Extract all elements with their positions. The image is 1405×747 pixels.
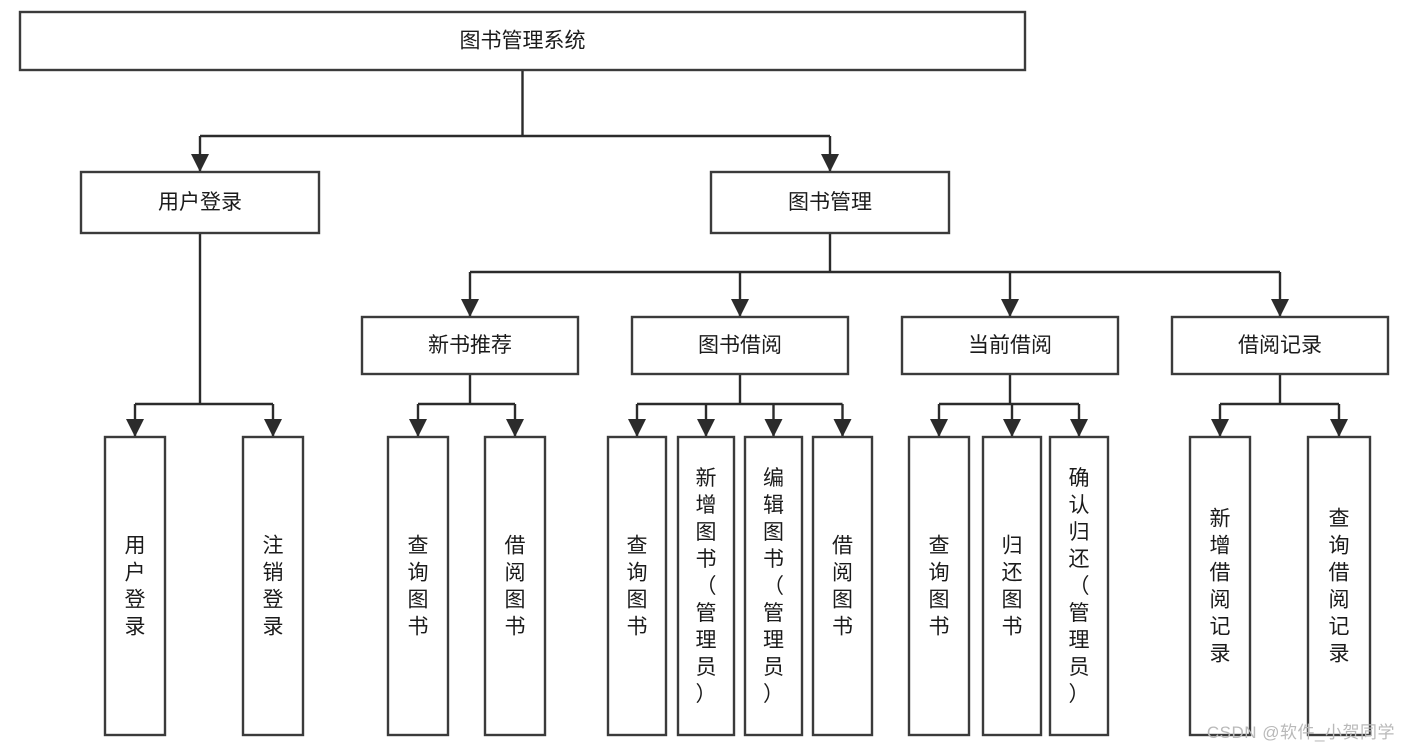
watermark-text: CSDN @软件_小贺同学 (1206, 723, 1395, 742)
node-label-leaf-borrow-edit: 编辑图书（管理员） (763, 467, 784, 706)
node-label-leaf-rec-add: 新增借阅记录 (1210, 507, 1231, 665)
node-label-user-login: 用户登录 (158, 191, 242, 214)
node-leaf-cur-query[interactable]: 查询图书 (907, 435, 971, 737)
node-book-borrow[interactable]: 图书借阅 (630, 315, 850, 376)
node-leaf-borrow-add[interactable]: 新增图书（管理员） (676, 435, 736, 737)
connector-layer (126, 70, 1348, 437)
node-label-leaf-cur-return: 归还图书 (1002, 534, 1023, 638)
node-box-borrow-record[interactable] (1170, 315, 1390, 376)
node-box-leaf-borrow-add[interactable] (676, 435, 736, 737)
node-borrow-record[interactable]: 借阅记录 (1170, 315, 1390, 376)
node-label-root: 图书管理系统 (460, 30, 586, 53)
node-box-root[interactable] (18, 10, 1027, 72)
node-box-current-borrow[interactable] (900, 315, 1120, 376)
node-leaf-user-logout[interactable]: 注销登录 (241, 435, 305, 737)
node-leaf-rec-search[interactable]: 查询借阅记录 (1306, 435, 1372, 737)
node-leaf-borrow-edit[interactable]: 编辑图书（管理员） (743, 435, 804, 737)
node-box-leaf-cur-query[interactable] (907, 435, 971, 737)
node-label-current-borrow: 当前借阅 (968, 334, 1052, 357)
node-box-leaf-user-login[interactable] (103, 435, 167, 737)
node-label-new-book-rec: 新书推荐 (428, 334, 512, 357)
node-leaf-cur-return[interactable]: 归还图书 (981, 435, 1043, 737)
node-label-leaf-rec-query: 查询图书 (408, 534, 429, 638)
connector-group (1211, 374, 1348, 437)
node-leaf-rec-query[interactable]: 查询图书 (386, 435, 450, 737)
node-box-leaf-borrow-lend[interactable] (811, 435, 874, 737)
connector-group (930, 374, 1088, 437)
node-leaf-rec-borrow[interactable]: 借阅图书 (483, 435, 547, 737)
connector-group (126, 233, 282, 437)
connector-group (461, 233, 1289, 317)
node-label-book-borrow: 图书借阅 (698, 334, 782, 357)
node-label-book-manage: 图书管理 (788, 191, 872, 214)
node-box-leaf-user-logout[interactable] (241, 435, 305, 737)
node-book-manage[interactable]: 图书管理 (709, 170, 951, 235)
node-box-leaf-borrow-query[interactable] (606, 435, 668, 737)
node-box-leaf-rec-add[interactable] (1188, 435, 1252, 737)
node-label-leaf-cur-query: 查询图书 (929, 534, 950, 638)
node-box-leaf-borrow-edit[interactable] (743, 435, 804, 737)
node-box-leaf-rec-query[interactable] (386, 435, 450, 737)
node-box-leaf-rec-borrow[interactable] (483, 435, 547, 737)
node-label-leaf-rec-borrow: 借阅图书 (505, 534, 526, 638)
node-label-borrow-record: 借阅记录 (1238, 334, 1322, 357)
node-leaf-borrow-lend[interactable]: 借阅图书 (811, 435, 874, 737)
node-box-leaf-cur-return[interactable] (981, 435, 1043, 737)
node-label-leaf-borrow-add: 新增图书（管理员） (696, 467, 717, 706)
node-label-leaf-user-login: 用户登录 (125, 534, 146, 638)
node-user-login[interactable]: 用户登录 (79, 170, 321, 235)
node-leaf-borrow-query[interactable]: 查询图书 (606, 435, 668, 737)
node-layer: 图书管理系统用户登录图书管理新书推荐图书借阅当前借阅借阅记录用户登录注销登录查询… (18, 10, 1390, 737)
node-label-leaf-user-logout: 注销登录 (263, 534, 284, 638)
node-box-leaf-cur-confirm[interactable] (1048, 435, 1110, 737)
node-box-new-book-rec[interactable] (360, 315, 580, 376)
node-box-book-borrow[interactable] (630, 315, 850, 376)
connector-group (191, 70, 839, 172)
node-label-leaf-rec-search: 查询借阅记录 (1329, 507, 1350, 665)
node-label-leaf-cur-confirm: 确认归还（管理员） (1069, 467, 1090, 706)
node-new-book-rec[interactable]: 新书推荐 (360, 315, 580, 376)
node-label-leaf-borrow-query: 查询图书 (627, 534, 648, 638)
node-root[interactable]: 图书管理系统 (18, 10, 1027, 72)
node-leaf-user-login[interactable]: 用户登录 (103, 435, 167, 737)
node-label-leaf-borrow-lend: 借阅图书 (832, 534, 853, 638)
node-current-borrow[interactable]: 当前借阅 (900, 315, 1120, 376)
node-box-user-login[interactable] (79, 170, 321, 235)
node-leaf-cur-confirm[interactable]: 确认归还（管理员） (1048, 435, 1110, 737)
node-box-book-manage[interactable] (709, 170, 951, 235)
node-leaf-rec-add[interactable]: 新增借阅记录 (1188, 435, 1252, 737)
connector-group (409, 374, 524, 437)
node-box-leaf-rec-search[interactable] (1306, 435, 1372, 737)
connector-group (628, 374, 852, 437)
